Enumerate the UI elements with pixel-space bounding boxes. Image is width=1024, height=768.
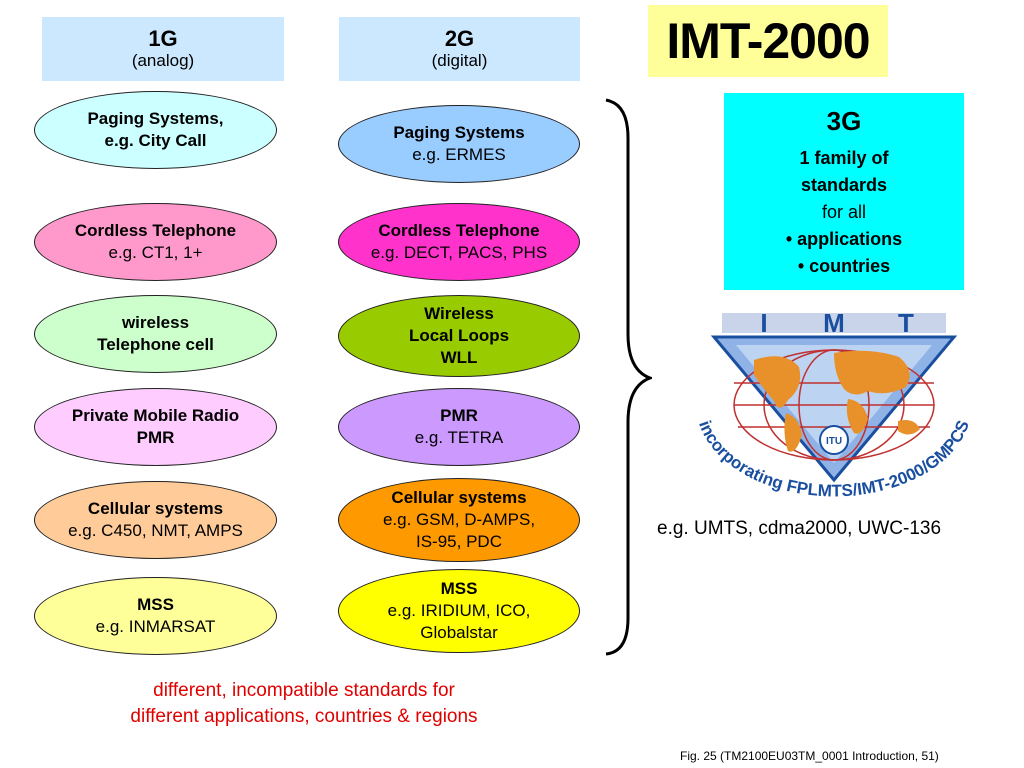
- imt2000-title: IMT-2000: [648, 5, 888, 77]
- oval-2g-cordless-example: e.g. DECT, PACS, PHS: [370, 243, 548, 262]
- oval-1g-mss-title: MSS: [137, 595, 174, 614]
- oval-1g-paging-example: e.g. City Call: [104, 131, 207, 150]
- header-2g-title: 2G: [444, 26, 475, 51]
- box-3g-line2: standards: [800, 175, 888, 195]
- oval-2g-paging-title: Paging Systems: [393, 123, 525, 142]
- oval-2g-mss: MSS e.g. IRIDIUM, ICO, Globalstar: [338, 569, 580, 653]
- oval-2g-pmr: PMR e.g. TETRA: [338, 388, 580, 466]
- oval-2g-pmr-example: e.g. TETRA: [414, 428, 504, 447]
- oval-1g-paging: Paging Systems, e.g. City Call: [34, 91, 277, 169]
- header-1g-subtitle: (analog): [131, 51, 195, 70]
- imt-logo: I M T ITU incorporating FPLMTS/IMT-2000/…: [695, 308, 973, 500]
- examples-3g: e.g. UMTS, cdma2000, UWC-136: [657, 518, 942, 539]
- oval-2g-paging-example: e.g. ERMES: [412, 145, 506, 164]
- oval-2g-paging: Paging Systems e.g. ERMES: [338, 105, 580, 183]
- oval-1g-cordless: Cordless Telephone e.g. CT1, 1+: [34, 203, 277, 281]
- oval-2g-wll: Wireless Local Loops WLL: [338, 295, 580, 377]
- oval-2g-cellular-example2: IS-95, PDC: [416, 532, 502, 551]
- oval-1g-cellular: Cellular systems e.g. C450, NMT, AMPS: [34, 481, 277, 559]
- caption-red: different, incompatible standards for di…: [80, 678, 528, 730]
- oval-2g-cordless-title: Cordless Telephone: [378, 221, 540, 240]
- curly-brace: [605, 98, 652, 656]
- box-3g: 3G 1 family of standards for all • appli…: [724, 93, 964, 290]
- oval-2g-mss-title: MSS: [440, 579, 478, 598]
- box-3g-bullet-applications: • applications: [785, 229, 903, 249]
- oval-2g-pmr-title: PMR: [440, 406, 478, 425]
- oval-1g-cellular-title: Cellular systems: [87, 499, 224, 518]
- box-3g-line1: 1 family of: [799, 148, 889, 168]
- oval-1g-wireless-sub: Telephone cell: [97, 335, 214, 354]
- oval-1g-pmr-sub: PMR: [136, 428, 175, 447]
- header-1g-title: 1G: [148, 26, 178, 51]
- imt-letters: I M T: [722, 308, 946, 338]
- oval-1g-wireless-title: wireless: [121, 313, 190, 332]
- oval-1g-cordless-title: Cordless Telephone: [74, 221, 237, 240]
- oval-1g-cellular-example: e.g. C450, NMT, AMPS: [68, 521, 243, 540]
- oval-1g-pmr: Private Mobile Radio PMR: [34, 388, 277, 466]
- header-2g-subtitle: (digital): [431, 51, 488, 70]
- imt-letter-m: M: [823, 308, 845, 338]
- oval-2g-cellular: Cellular systems e.g. GSM, D-AMPS, IS-95…: [338, 478, 580, 562]
- box-3g-title: 3G: [826, 106, 862, 136]
- oval-2g-wll-line1: Wireless: [424, 304, 494, 323]
- oval-2g-mss-example: e.g. IRIDIUM, ICO,: [387, 601, 531, 620]
- globe-icon: ITU: [710, 335, 958, 483]
- oval-1g-wireless: wireless Telephone cell: [34, 295, 277, 373]
- header-1g: 1G (analog): [42, 17, 284, 81]
- oval-2g-cellular-title: Cellular systems: [391, 488, 527, 507]
- oval-2g-wll-line3: WLL: [440, 348, 478, 367]
- oval-1g-paging-title: Paging Systems,: [87, 109, 224, 128]
- oval-1g-mss-example: e.g. INMARSAT: [95, 617, 216, 636]
- oval-1g-mss: MSS e.g. INMARSAT: [34, 577, 277, 655]
- imt-letter-i: I: [760, 308, 767, 338]
- header-2g: 2G (digital): [339, 17, 580, 81]
- oval-2g-cellular-example: e.g. GSM, D-AMPS,: [382, 510, 536, 529]
- box-3g-bullet-countries: • countries: [797, 256, 891, 276]
- oval-1g-cordless-example: e.g. CT1, 1+: [108, 243, 203, 262]
- box-3g-line3: for all: [821, 202, 866, 222]
- oval-2g-wll-line2: Local Loops: [408, 326, 510, 345]
- caption-line2: different applications, countries & regi…: [130, 706, 478, 727]
- caption-line1: different, incompatible standards for: [153, 680, 455, 701]
- imt-letter-t: T: [898, 308, 914, 338]
- itu-label: ITU: [826, 436, 842, 447]
- footnote: Fig. 25 (TM2100EU03TM_0001 Introduction,…: [680, 749, 939, 763]
- oval-2g-cordless: Cordless Telephone e.g. DECT, PACS, PHS: [338, 203, 580, 281]
- oval-1g-pmr-title: Private Mobile Radio: [71, 406, 240, 425]
- oval-2g-mss-example2: Globalstar: [420, 623, 498, 642]
